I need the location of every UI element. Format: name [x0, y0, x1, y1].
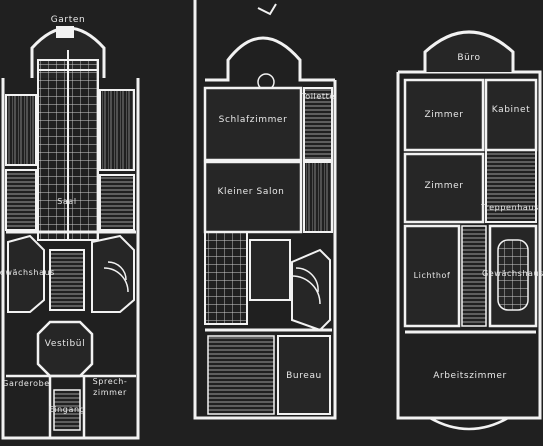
first-floor-plan — [193, 0, 337, 420]
garden-niche — [56, 26, 74, 38]
north-arrow-icon — [257, 3, 277, 16]
label-treppenhaus: Treppenhaus — [480, 203, 539, 212]
second-floor-plan — [396, 30, 542, 431]
label-schlafzimmer: Schlafzimmer — [219, 115, 288, 125]
label-gewaechshaus-right: Gewächshaus — [482, 269, 543, 278]
label-zimmer-mid: Zimmer — [424, 181, 463, 191]
label-saal: Saal — [57, 197, 77, 206]
label-kabinet: Kabinet — [492, 105, 530, 115]
label-zimmer-left: zimmer — [93, 388, 127, 397]
label-arbeitszimmer: Arbeitszimmer — [433, 371, 507, 381]
label-zimmer-top: Zimmer — [424, 110, 463, 120]
label-garderobe: Garderobe — [2, 379, 50, 388]
label-lichthof: Lichthof — [414, 271, 451, 280]
label-eingang: Eingang — [49, 405, 86, 414]
ground-floor-plan — [1, 26, 140, 440]
label-kleiner-salon: Kleiner Salon — [218, 187, 285, 197]
label-gewaechshaus-left: Gewächshaus — [0, 268, 55, 277]
label-vestibul: Vestibül — [45, 339, 85, 349]
label-bureau: Bureau — [286, 371, 322, 381]
label-buero: Büro — [457, 53, 480, 63]
label-garten: Garten — [51, 15, 86, 25]
label-toilette: Toilette — [300, 92, 335, 101]
label-sprech: Sprech- — [93, 377, 128, 386]
